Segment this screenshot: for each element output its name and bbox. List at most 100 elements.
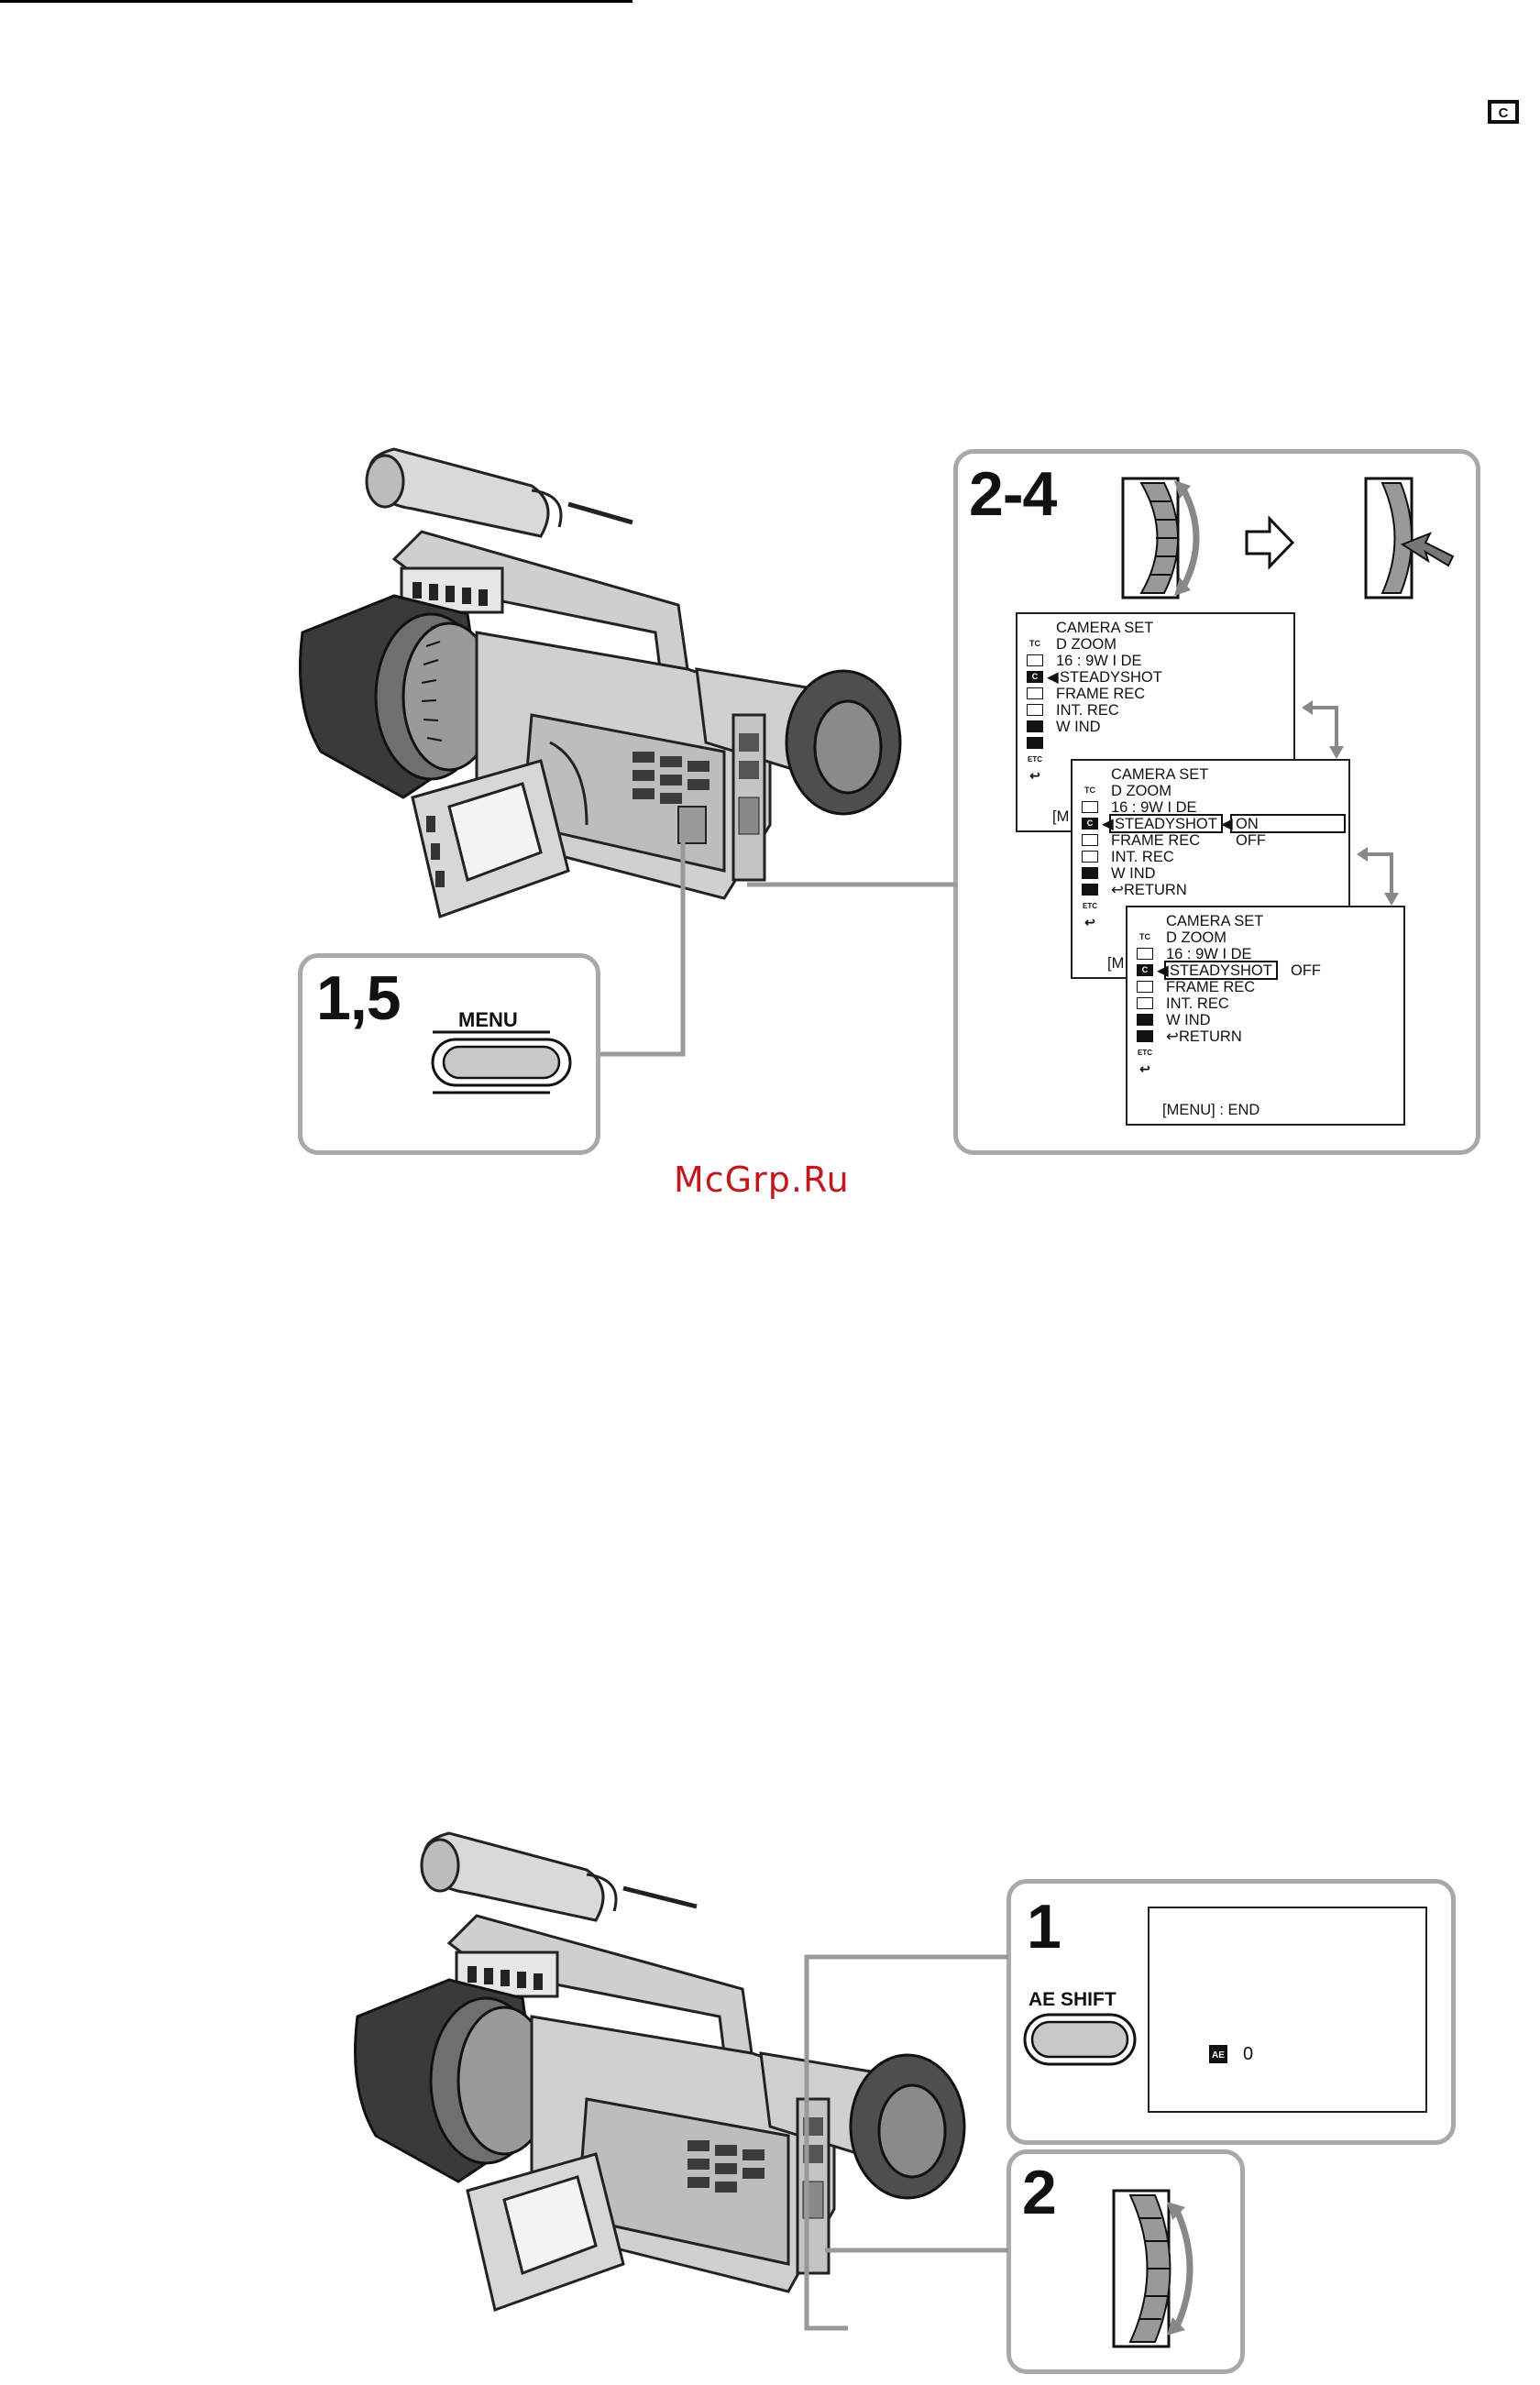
camera-set-icon: C xyxy=(1027,671,1043,683)
step-number-1-5: 1,5 xyxy=(316,963,402,1033)
selected-item-highlight xyxy=(1164,961,1278,980)
menu-row[interactable]: C STEADYSHOT ◀ xyxy=(1018,669,1293,686)
control-dial-press-icon xyxy=(1364,477,1455,599)
menu-row: INT. REC xyxy=(1018,702,1293,719)
menu-option-on[interactable]: ON xyxy=(1236,816,1259,832)
tc-icon: TC xyxy=(1084,786,1095,795)
menu-row: 16 : 9W I DE xyxy=(1128,946,1403,962)
menu-item-label: INT. REC xyxy=(1056,702,1119,719)
cassette-icon xyxy=(1082,867,1098,879)
menu-item-label: STEADYSHOT xyxy=(1115,816,1217,832)
camera-menu-icon: C xyxy=(1488,100,1519,124)
menu-row: ETC xyxy=(1018,752,1293,768)
selected-item-highlight xyxy=(1109,814,1223,833)
ae-shift-display xyxy=(1148,1907,1427,2113)
lcd-icon xyxy=(1027,704,1043,716)
menu-option-off[interactable]: OFF xyxy=(1236,832,1266,849)
menu-row[interactable]: ↩ RETURN xyxy=(1128,1028,1403,1045)
ae-shift-label: AE SHIFT xyxy=(1028,1989,1116,2010)
menu-item-label: INT. REC xyxy=(1111,849,1174,865)
return-icon: ↩ xyxy=(1084,915,1095,929)
leader-lines-figure-1 xyxy=(600,825,958,1057)
menu-row: TC D ZOOM xyxy=(1072,783,1348,799)
camcorder-illustration-2 xyxy=(354,1831,966,2312)
screen-transition-arrow-1 xyxy=(1302,700,1344,759)
cursor-arrow-icon: ◀ xyxy=(1047,669,1059,686)
menu-row: W IND xyxy=(1072,865,1348,882)
menu-row[interactable]: C ◀ STEADYSHOT ◀ ON xyxy=(1072,816,1348,832)
step-number-1: 1 xyxy=(1027,1892,1062,1962)
menu-item-label: D ZOOM xyxy=(1111,783,1172,799)
menu-item-label: W IND xyxy=(1111,865,1156,882)
etc-icon: ETC xyxy=(1138,1049,1152,1057)
menu-row: 16 : 9W I DE xyxy=(1018,653,1293,669)
vcr-icon xyxy=(1137,981,1153,993)
etc-icon: ETC xyxy=(1028,755,1042,764)
tc-icon: TC xyxy=(1029,639,1040,648)
menu-title: CAMERA SET xyxy=(1111,766,1209,783)
return-icon: ↩ xyxy=(1139,1061,1150,1076)
menu-button[interactable] xyxy=(431,1028,578,1096)
setup-icon xyxy=(1027,737,1043,749)
ae-shift-value: 0 xyxy=(1243,2044,1254,2064)
menu-row: TC D ZOOM xyxy=(1018,636,1293,653)
vcr-icon xyxy=(1082,834,1098,846)
menu-item-label: STEADYSHOT xyxy=(1170,962,1272,979)
menu-item-return: RETURN xyxy=(1179,1028,1242,1045)
step-number-2-4: 2-4 xyxy=(969,459,1057,529)
setup-icon xyxy=(1082,884,1098,896)
selected-option-highlight xyxy=(1230,814,1346,833)
menu-row: 16 : 9W I DE xyxy=(1072,799,1348,816)
lcd-icon xyxy=(1082,851,1098,863)
ae-shift-indicator-icon: AE xyxy=(1209,2045,1227,2063)
menu-title: CAMERA SET xyxy=(1056,620,1154,636)
menu-item-label: D ZOOM xyxy=(1166,929,1226,946)
menu-row: FRAME REC xyxy=(1018,686,1293,702)
menu-item-label: FRAME REC xyxy=(1166,979,1256,995)
menu-row: W IND xyxy=(1018,719,1293,735)
menu-option-value: OFF xyxy=(1291,962,1321,979)
return-icon: ↩ xyxy=(1029,768,1040,783)
menu-item-label: FRAME REC xyxy=(1056,686,1146,702)
menu-item-label: D ZOOM xyxy=(1056,636,1116,653)
menu-row: ↩ xyxy=(1128,1061,1403,1078)
return-arrow-icon: ↩ xyxy=(1111,882,1124,898)
menu-item-label: 16 : 9W I DE xyxy=(1056,653,1142,669)
camera-set-icon: C xyxy=(1137,964,1153,976)
ae-shift-button[interactable] xyxy=(1023,2013,1138,2068)
menu-row: ETC xyxy=(1072,898,1348,915)
menu-footer: [M xyxy=(1107,955,1125,972)
menu-title: CAMERA SET xyxy=(1166,913,1264,929)
camera-tape-icon xyxy=(1137,948,1153,960)
menu-row xyxy=(1018,735,1293,752)
menu-footer: [M xyxy=(1052,808,1070,825)
header-rule xyxy=(0,0,632,3)
watermark-text: McGrp.Ru xyxy=(674,1160,850,1200)
camera-tape-icon xyxy=(1082,801,1098,813)
camcorder-illustration-1 xyxy=(299,447,902,918)
tc-icon: TC xyxy=(1139,932,1150,941)
menu-row: ↩ xyxy=(1018,768,1293,785)
next-arrow-icon xyxy=(1245,515,1295,570)
menu-screen-3: CAMERA SET TC D ZOOM 16 : 9W I DE C ◀ ST… xyxy=(1126,906,1405,1126)
menu-row: INT. REC xyxy=(1072,849,1348,865)
menu-row: TC D ZOOM xyxy=(1128,929,1403,946)
leader-lines-figure-2 xyxy=(804,1954,1008,2331)
control-dial-turn-icon xyxy=(1121,477,1200,599)
svg-text:C: C xyxy=(1499,105,1509,121)
menu-footer: [MENU] : END xyxy=(1162,1102,1260,1118)
menu-item-label: W IND xyxy=(1056,719,1101,735)
camera-set-icon: C xyxy=(1082,818,1098,830)
cursor-arrow-icon: ◀ xyxy=(1221,816,1233,832)
menu-item-label: 16 : 9W I DE xyxy=(1111,799,1197,816)
return-arrow-icon: ↩ xyxy=(1166,1028,1179,1045)
menu-row: W IND xyxy=(1128,1012,1403,1028)
lcd-icon xyxy=(1137,997,1153,1009)
vcr-icon xyxy=(1027,687,1043,699)
menu-row[interactable]: ↩ RETURN xyxy=(1072,882,1348,898)
control-dial-turn-icon xyxy=(1112,2189,1194,2348)
svg-text:AE: AE xyxy=(1212,2050,1225,2061)
menu-button-label: MENU xyxy=(458,1008,518,1031)
step-number-2: 2 xyxy=(1022,2158,1057,2227)
cassette-icon xyxy=(1027,720,1043,732)
